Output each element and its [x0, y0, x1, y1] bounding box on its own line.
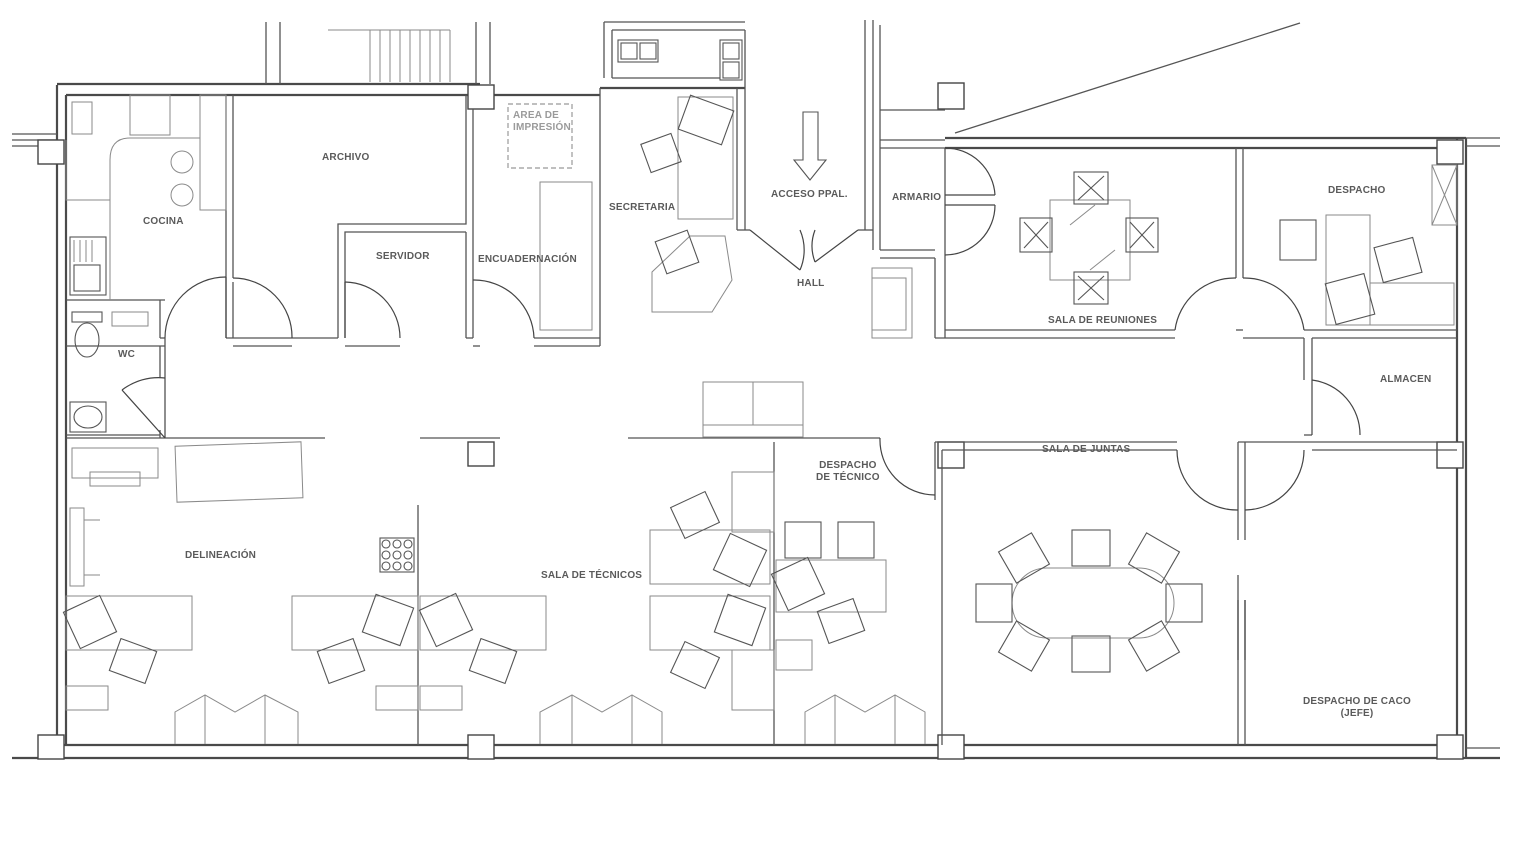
despacho-caco-line-2: (JEFE)	[1340, 708, 1374, 719]
room-label-acceso: ACCESO PPAL.	[771, 189, 848, 200]
binding-counter	[539, 181, 593, 331]
drafting-area	[62, 441, 419, 744]
room-label-almacen: ALMACEN	[1380, 374, 1432, 385]
wc-fixtures	[69, 311, 149, 433]
room-label-armario: ARMARIO	[892, 192, 942, 203]
despacho-caco-line-1: DESPACHO DE CACO	[1303, 696, 1412, 707]
room-label-cocina: COCINA	[143, 216, 184, 227]
room-label-wc: WC	[118, 349, 136, 360]
technicians-area	[418, 471, 775, 744]
room-label-servidor: SERVIDOR	[376, 251, 430, 262]
despacho-tecnico-line-2: DE TÉCNICO	[816, 472, 880, 483]
room-label-delineacion: DELINEACIÓN	[185, 550, 257, 561]
room-label-encuadernacion: ENCUADERNACIÓN	[478, 254, 577, 265]
room-label-despacho-caco: DESPACHO DE CACO (JEFE)	[1303, 696, 1411, 720]
room-label-hall: HALL	[797, 278, 825, 289]
room-label-sala-reuniones: SALA DE REUNIONES	[1048, 315, 1158, 326]
room-label-archivo: ARCHIVO	[322, 152, 370, 163]
stairs	[328, 29, 451, 82]
room-label-secretaria: SECRETARIA	[609, 202, 676, 213]
area-impresion-line-2: IMPRESIÓN	[513, 122, 571, 133]
office-desk	[1279, 164, 1458, 326]
boardroom-table	[975, 529, 1203, 673]
exterior-walls	[12, 22, 1500, 760]
room-label-sala-juntas: SALA DE JUNTAS	[1042, 444, 1131, 455]
print-area-outline	[507, 103, 573, 169]
room-label-despacho: DESPACHO	[1328, 185, 1386, 196]
room-label-sala-tecnicos: SALA DE TÉCNICOS	[541, 570, 643, 581]
technician-office	[770, 521, 926, 744]
room-label-despacho-tecnico: DESPACHO DE TÉCNICO	[816, 460, 880, 484]
kitchen-fixtures	[65, 94, 227, 300]
hall-sofa	[702, 267, 913, 438]
despacho-tecnico-line-1: DESPACHO	[819, 460, 877, 471]
doors	[121, 147, 1361, 660]
secretary-desk	[640, 94, 735, 313]
area-impresion-line-1: AREA DE	[513, 110, 560, 121]
plotter-rolls	[379, 537, 415, 573]
entrance-arrow-icon	[792, 111, 828, 181]
meeting-room-table	[1019, 171, 1159, 305]
room-label-area-impresion: AREA DE IMPRESIÓN	[513, 110, 571, 134]
